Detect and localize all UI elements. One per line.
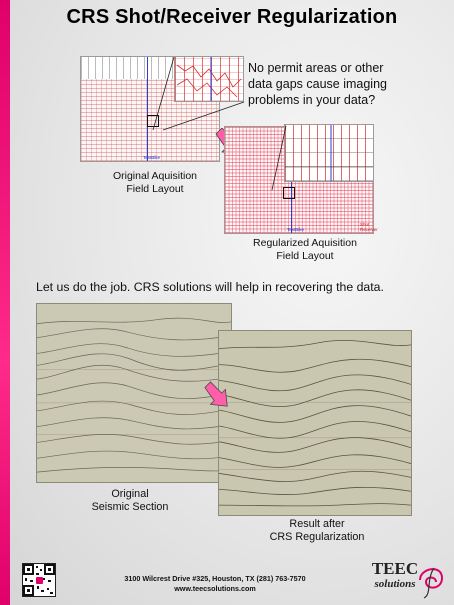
logo-swoosh-icon [419, 567, 444, 599]
legend-receiver: Receiver [360, 227, 378, 232]
original-zoom-traces [176, 57, 242, 101]
regularized-map-legend: Shot Receiver [360, 222, 378, 232]
regularized-seismic-caption: Result after CRS Regularization [252, 518, 382, 544]
regularized-acquisition-caption-line1: Regularized Aquisition [253, 237, 357, 249]
regularized-seismic-traces [219, 331, 411, 515]
footer-address: 3100 Wilcrest Drive #325, Houston, TX (2… [124, 574, 306, 583]
left-accent-stripe [0, 0, 10, 605]
original-acquisition-caption-line1: Original Aquisition [112, 170, 198, 182]
regularized-seismic-caption-line1: Result after [289, 518, 345, 530]
logo-sub: solutions [374, 578, 416, 590]
logo-name: TEEC [371, 559, 419, 578]
footer-website[interactable]: www.teecsolutions.com [174, 584, 256, 593]
qr-code-pattern [23, 564, 55, 596]
original-zoom-inset [174, 56, 244, 102]
original-map-zoom-box [147, 115, 159, 127]
original-seismic-caption: Original Seismic Section [70, 488, 190, 514]
teec-logo: TEEC solutions [360, 556, 448, 602]
regularized-map-label: TestBike [287, 227, 305, 232]
original-seismic-traces [37, 304, 231, 482]
original-map-label: TestBike [143, 155, 161, 160]
original-seismic-caption-line2: Seismic Section [91, 501, 169, 513]
original-acquisition-caption-line2: Field Layout [126, 183, 184, 195]
tagline-text: Let us do the job. CRS solutions will he… [36, 280, 384, 294]
acquisition-callout-text: No permit areas or other data gaps cause… [248, 61, 387, 107]
original-seismic-section [36, 303, 232, 483]
regularized-zoom-traces [285, 125, 373, 181]
qr-code-icon [22, 563, 56, 597]
zoom-connector-lines-2 [271, 125, 287, 191]
regularized-acquisition-caption: Regularized Aquisition Field Layout [240, 237, 370, 263]
page-title: CRS Shot/Receiver Regularization [66, 6, 398, 28]
regularized-zoom-inset [284, 124, 374, 182]
zoom-connector-lines-1 [152, 56, 245, 131]
regularized-acquisition-caption-line2: Field Layout [276, 250, 334, 262]
original-map-blue-line [147, 57, 148, 161]
regularized-seismic-section [218, 330, 412, 516]
regularized-map-zoom-box [283, 187, 295, 199]
legend-shot: Shot [360, 222, 370, 227]
pink-arrow-icon [204, 381, 228, 407]
regularized-seismic-caption-line2: CRS Regularization [269, 531, 365, 543]
footer-contact: 3100 Wilcrest Drive #325, Houston, TX (2… [90, 574, 340, 594]
original-acquisition-caption: Original Aquisition Field Layout [100, 170, 210, 196]
original-seismic-caption-line1: Original [111, 488, 149, 500]
